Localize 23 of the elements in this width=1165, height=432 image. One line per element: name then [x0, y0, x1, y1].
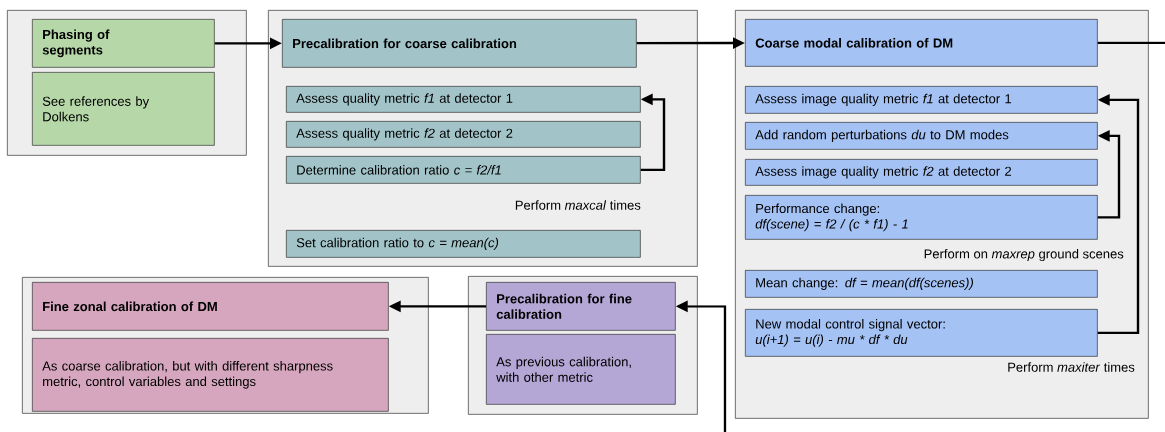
step-box: Determine calibration ratio c = f2/f1	[286, 156, 641, 184]
step-header-box: Precalibration for coarse calibration	[282, 19, 637, 68]
step-box: Assess quality metric f1 at detector 1	[286, 86, 641, 113]
loop-arrow	[1097, 130, 1121, 219]
step-box: Assess quality metric f2 at detector 2	[286, 121, 641, 148]
step-box: Performance change: df(scene) = f2 / (c * f1) - 1	[745, 195, 1098, 240]
step-header-box: Fine zonal calibration of DM	[32, 282, 389, 331]
step-box: As coarse calibration, but with different sharpness metric, control variables and settings	[32, 338, 389, 412]
step-box: New modal control signal vector: u(i+1) = u(i) - mu * df * du	[745, 309, 1098, 357]
step-header-box: Coarse modal calibration of DM	[745, 19, 1098, 67]
loop-note: Perform on maxrep ground scenes	[924, 248, 1124, 262]
step-box: Mean change: df = mean(df(scenes))	[745, 270, 1098, 298]
step-box: See references by Dolkens	[32, 72, 215, 146]
step-box: As previous calibration, with other metric	[486, 334, 676, 405]
step-box: Add random perturbations du to DM modes	[745, 122, 1098, 150]
step-header-box: Precalibration for fine calibration	[486, 282, 676, 331]
step-box: Set calibration ratio to c = mean(c)	[286, 230, 641, 258]
step-header-box: Phasing of segments	[32, 19, 215, 68]
loop-note: Perform maxiter times	[1008, 362, 1135, 372]
step-box: Assess image quality metric f2 at detector 2	[745, 159, 1098, 186]
loop-arrow	[1097, 94, 1140, 335]
step-box: Assess image quality metric f1 at detector 1	[745, 86, 1098, 114]
loop-note: Perform maxcal times	[515, 200, 641, 210]
